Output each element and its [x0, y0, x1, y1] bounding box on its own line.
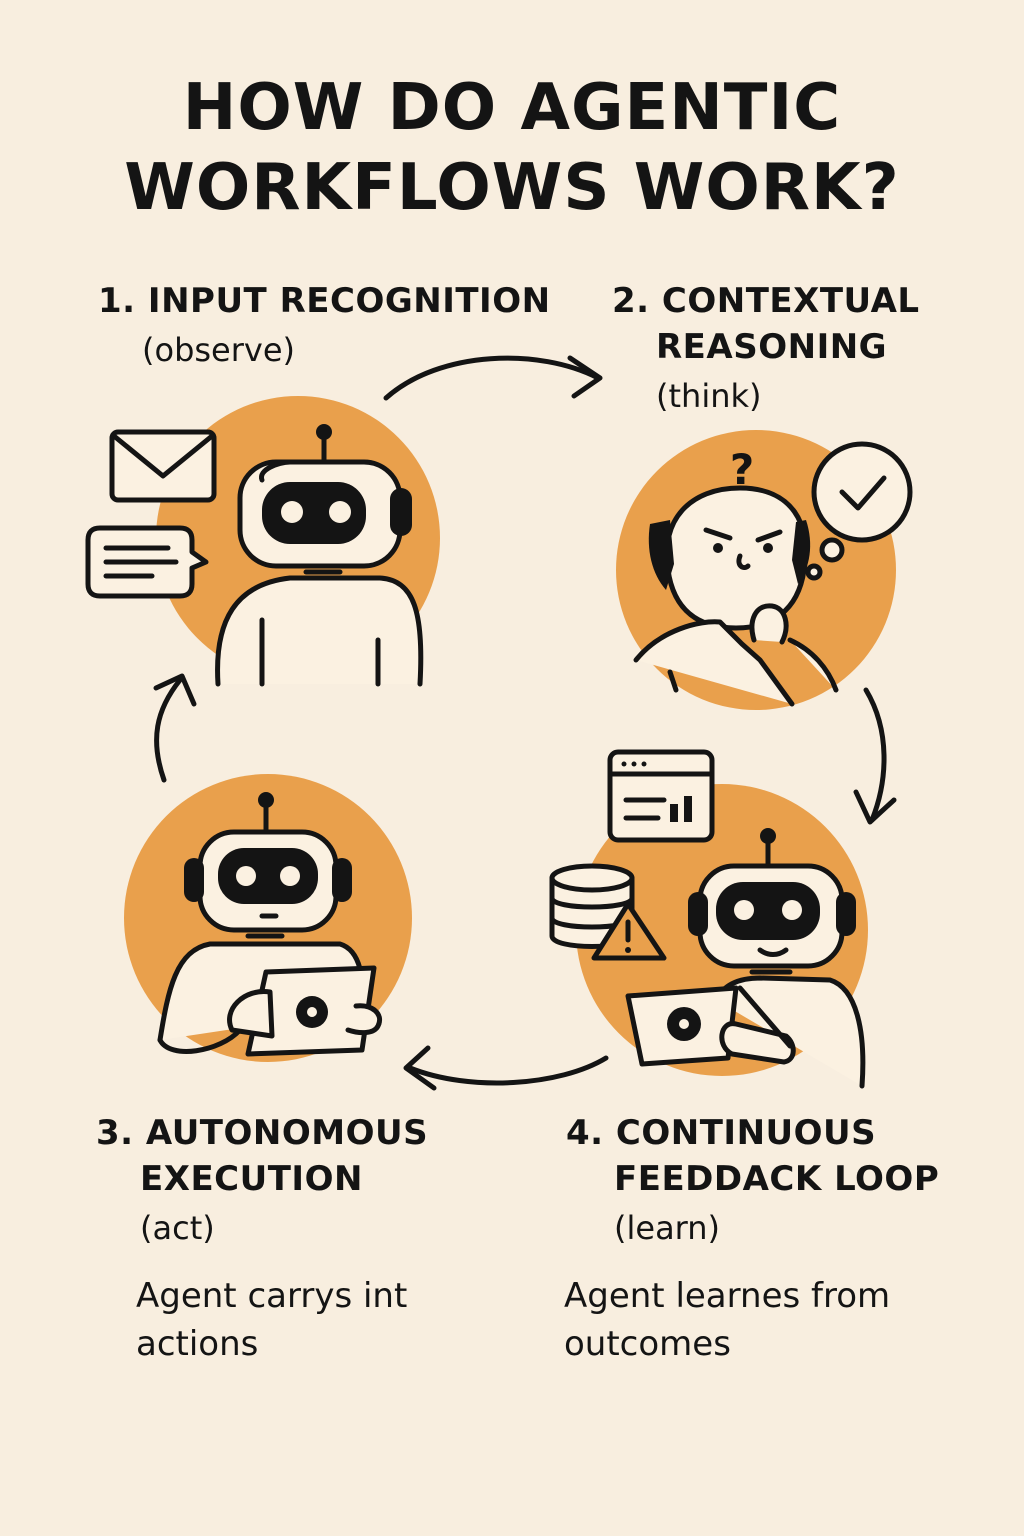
step-3-description-line-2: actions: [136, 1324, 259, 1364]
step-3-number: 3.: [96, 1113, 134, 1153]
eyebrow-right: [755, 529, 783, 543]
robot-eye-right: [280, 866, 300, 886]
title-line-1: HOW DO AGENTIC: [182, 71, 842, 145]
robot-ear-left: [184, 858, 204, 902]
step-4-title-line-2: FEEDDACK LOOP: [614, 1159, 940, 1199]
cycle-arrows: [153, 355, 897, 1091]
step-2-number: 2.: [612, 281, 650, 321]
body-line: [667, 669, 679, 693]
step-4-verb: (learn): [614, 1209, 721, 1247]
person-body: [633, 619, 839, 707]
head-highlight: [259, 459, 293, 483]
arrow-step4-to-step3: [407, 1055, 609, 1086]
hand: [749, 603, 789, 645]
warning-icon: [591, 901, 667, 961]
step-3-title-line-1: AUTONOMOUS: [145, 1113, 429, 1153]
robot-ear-right: [332, 858, 352, 902]
page-title: HOW DO AGENTIC WORKFLOWS WORK?: [0, 68, 1024, 228]
robot-visor: [262, 482, 366, 544]
chat-bubble-icon: [85, 525, 209, 599]
eyebrow-left: [703, 527, 733, 541]
step-4-illustration: [549, 749, 868, 1089]
step-4-title-line-1: CONTINUOUS: [615, 1113, 877, 1153]
arrow-step1-to-step2: [383, 355, 601, 401]
robot-eye-left: [734, 900, 754, 920]
step-2-verb: (think): [656, 377, 762, 415]
step-4-description-line-2: outcomes: [564, 1324, 731, 1364]
gear-icon: [667, 1007, 701, 1041]
robot-ear-left: [688, 892, 708, 936]
stylus: [737, 985, 793, 1049]
robot-eye-right: [782, 900, 802, 920]
arrow-step3-to-step1-head: [153, 673, 197, 707]
tablet: [625, 985, 739, 1067]
antenna-ball: [316, 424, 332, 440]
gear-icon: [296, 996, 328, 1028]
antenna-ball: [258, 792, 274, 808]
headset-left: [648, 520, 674, 590]
step-4-heading: 4. CONTINUOUS FEEDDACK LOOP: [566, 1110, 939, 1202]
step-1-illustration: [85, 396, 440, 687]
step-4-description: Agent learnes from outcomes: [564, 1272, 890, 1368]
step-3-description: Agent carrys int actions: [136, 1272, 407, 1368]
robot-eye-left: [281, 501, 303, 523]
browser-chart-icon: [607, 749, 715, 843]
robot-hand: [719, 1021, 796, 1065]
robot-eye-left: [236, 866, 256, 886]
step-3-verb: (act): [140, 1209, 215, 1247]
robot-hand-right: [345, 1003, 382, 1036]
step-1-title: INPUT RECOGNITION: [147, 281, 551, 321]
arrow-step1-to-step2-head: [567, 355, 603, 399]
arrow-step2-to-step4-head: [853, 789, 897, 825]
robot-ear-right: [836, 892, 856, 936]
person-head: [664, 485, 809, 631]
robot-ear: [390, 488, 412, 536]
antenna-ball: [760, 828, 776, 844]
eye-left: [713, 543, 723, 553]
robot-eye-right: [329, 501, 351, 523]
arrow-step3-to-step1: [154, 677, 183, 783]
nose: [736, 553, 751, 570]
arrow-step2-to-step4: [863, 687, 887, 823]
robot-arm: [157, 1027, 243, 1054]
robot-body: [215, 575, 424, 687]
arrow-step4-to-step3-head: [403, 1045, 437, 1091]
step-3-heading: 3. AUTONOMOUS EXECUTION: [96, 1110, 428, 1202]
step-1-verb: (observe): [142, 331, 295, 369]
headset-right: [792, 520, 811, 584]
step-2-illustration: ?: [616, 430, 913, 710]
title-line-2: WORKFLOWS WORK?: [124, 151, 900, 225]
step-3-title-line-2: EXECUTION: [140, 1159, 363, 1199]
eye-right: [763, 543, 773, 553]
step-2-title-line-2: REASONING: [656, 327, 888, 367]
checkmark-thought-icon: [805, 441, 913, 581]
step-1-number: 1.: [98, 281, 136, 321]
step-1-heading: 1. INPUT RECOGNITION: [98, 278, 551, 324]
step-4-number: 4.: [566, 1113, 604, 1153]
step-2-title-line-1: CONTEXTUAL: [661, 281, 920, 321]
robot-hand-left: [227, 989, 275, 1039]
step-4-description-line-1: Agent learnes from: [564, 1276, 891, 1316]
step-2-heading: 2. CONTEXTUAL REASONING: [612, 278, 920, 370]
envelope-icon: [109, 429, 217, 503]
robot-visor: [716, 882, 820, 940]
robot-visor: [218, 848, 318, 904]
step-3-illustration: [124, 774, 412, 1062]
step-3-description-line-1: Agent carrys int: [136, 1276, 408, 1316]
robot-smile: [757, 947, 789, 957]
